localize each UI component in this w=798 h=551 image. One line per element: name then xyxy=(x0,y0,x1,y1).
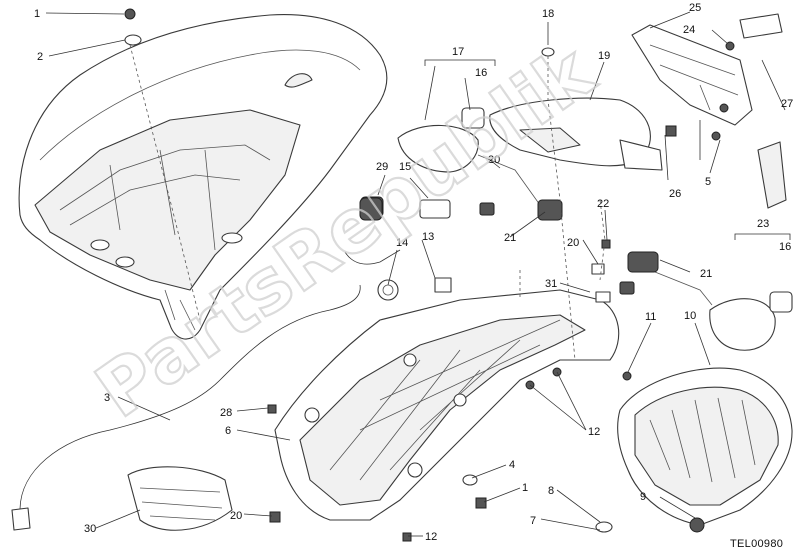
group-brackets xyxy=(129,44,791,361)
plate-bracket xyxy=(631,13,787,209)
plate-cover xyxy=(127,466,233,531)
callout-label: 1 xyxy=(34,8,40,20)
callout-label: 5 xyxy=(705,176,711,188)
callout-label: 7 xyxy=(530,515,536,527)
callout-label: 24 xyxy=(683,24,695,36)
callout-label: 19 xyxy=(598,50,610,62)
callout-label: 8 xyxy=(548,485,554,497)
callout-label: 26 xyxy=(669,188,681,200)
callout-label: 22 xyxy=(597,198,609,210)
callout-label: 14 xyxy=(396,237,408,249)
callout-label: 3 xyxy=(104,392,110,404)
callout-label: 28 xyxy=(220,407,232,419)
callouts: 1 2 3 4 5 6 7 8 9 10 11 12 12 13 14 15 1… xyxy=(34,2,793,543)
callout-label: 11 xyxy=(645,311,656,323)
callout-label: 29 xyxy=(376,161,388,173)
callout-label: 1 xyxy=(522,482,528,494)
callout-label: 20 xyxy=(567,237,579,249)
right-indicator xyxy=(619,251,793,351)
drawing-code: TEL00980 xyxy=(730,538,783,550)
callout-label: 27 xyxy=(781,98,793,110)
callout-label: 4 xyxy=(509,459,515,471)
wiring xyxy=(11,249,401,531)
callout-label: 10 xyxy=(684,310,696,322)
callout-label: 17 xyxy=(452,46,464,58)
callout-label: 2 xyxy=(37,51,43,63)
tail-light xyxy=(617,367,793,533)
callout-label: 16 xyxy=(779,241,791,253)
callout-label: 25 xyxy=(689,2,701,14)
plate-holder-support xyxy=(274,279,620,521)
callout-label: 30 xyxy=(84,523,96,535)
callout-label: 23 xyxy=(757,218,769,230)
callout-label: 31 xyxy=(545,278,557,290)
callout-label: 21 xyxy=(504,232,516,244)
callout-label: 20 xyxy=(488,154,500,166)
callout-label: 18 xyxy=(542,8,554,20)
left-indicator xyxy=(397,107,563,221)
licence-light-bracket xyxy=(489,97,663,171)
tail-fairing xyxy=(18,14,388,340)
callout-label: 9 xyxy=(640,491,646,503)
callout-label: 20 xyxy=(230,510,242,522)
callout-label: 16 xyxy=(475,67,487,79)
rubber-grommet xyxy=(359,197,383,221)
callout-label: 12 xyxy=(425,531,437,543)
callout-label: 15 xyxy=(399,161,411,173)
callout-label: 6 xyxy=(225,425,231,437)
leader-lines xyxy=(45,11,786,537)
callout-label: 12 xyxy=(588,426,600,438)
callout-label: 21 xyxy=(700,268,712,280)
callout-label: 13 xyxy=(422,231,434,243)
